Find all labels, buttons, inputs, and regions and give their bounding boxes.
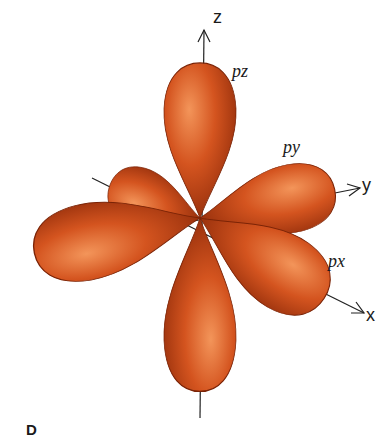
- orbital-lobes: [26, 63, 344, 391]
- panel-letter: D: [26, 422, 37, 437]
- axis-label: y: [362, 176, 371, 194]
- y-arrowhead: [347, 184, 360, 196]
- axis-label: x: [366, 306, 375, 324]
- orbital-label: py: [283, 138, 300, 156]
- z-arrowhead: [198, 30, 210, 42]
- pz-upper-lobe: [164, 63, 236, 218]
- axis-label: z: [213, 8, 222, 26]
- orbital-label: pz: [232, 62, 248, 80]
- x-arrowhead: [351, 302, 364, 313]
- px-front-lobe: [179, 186, 345, 330]
- orbital-label: px: [328, 252, 345, 270]
